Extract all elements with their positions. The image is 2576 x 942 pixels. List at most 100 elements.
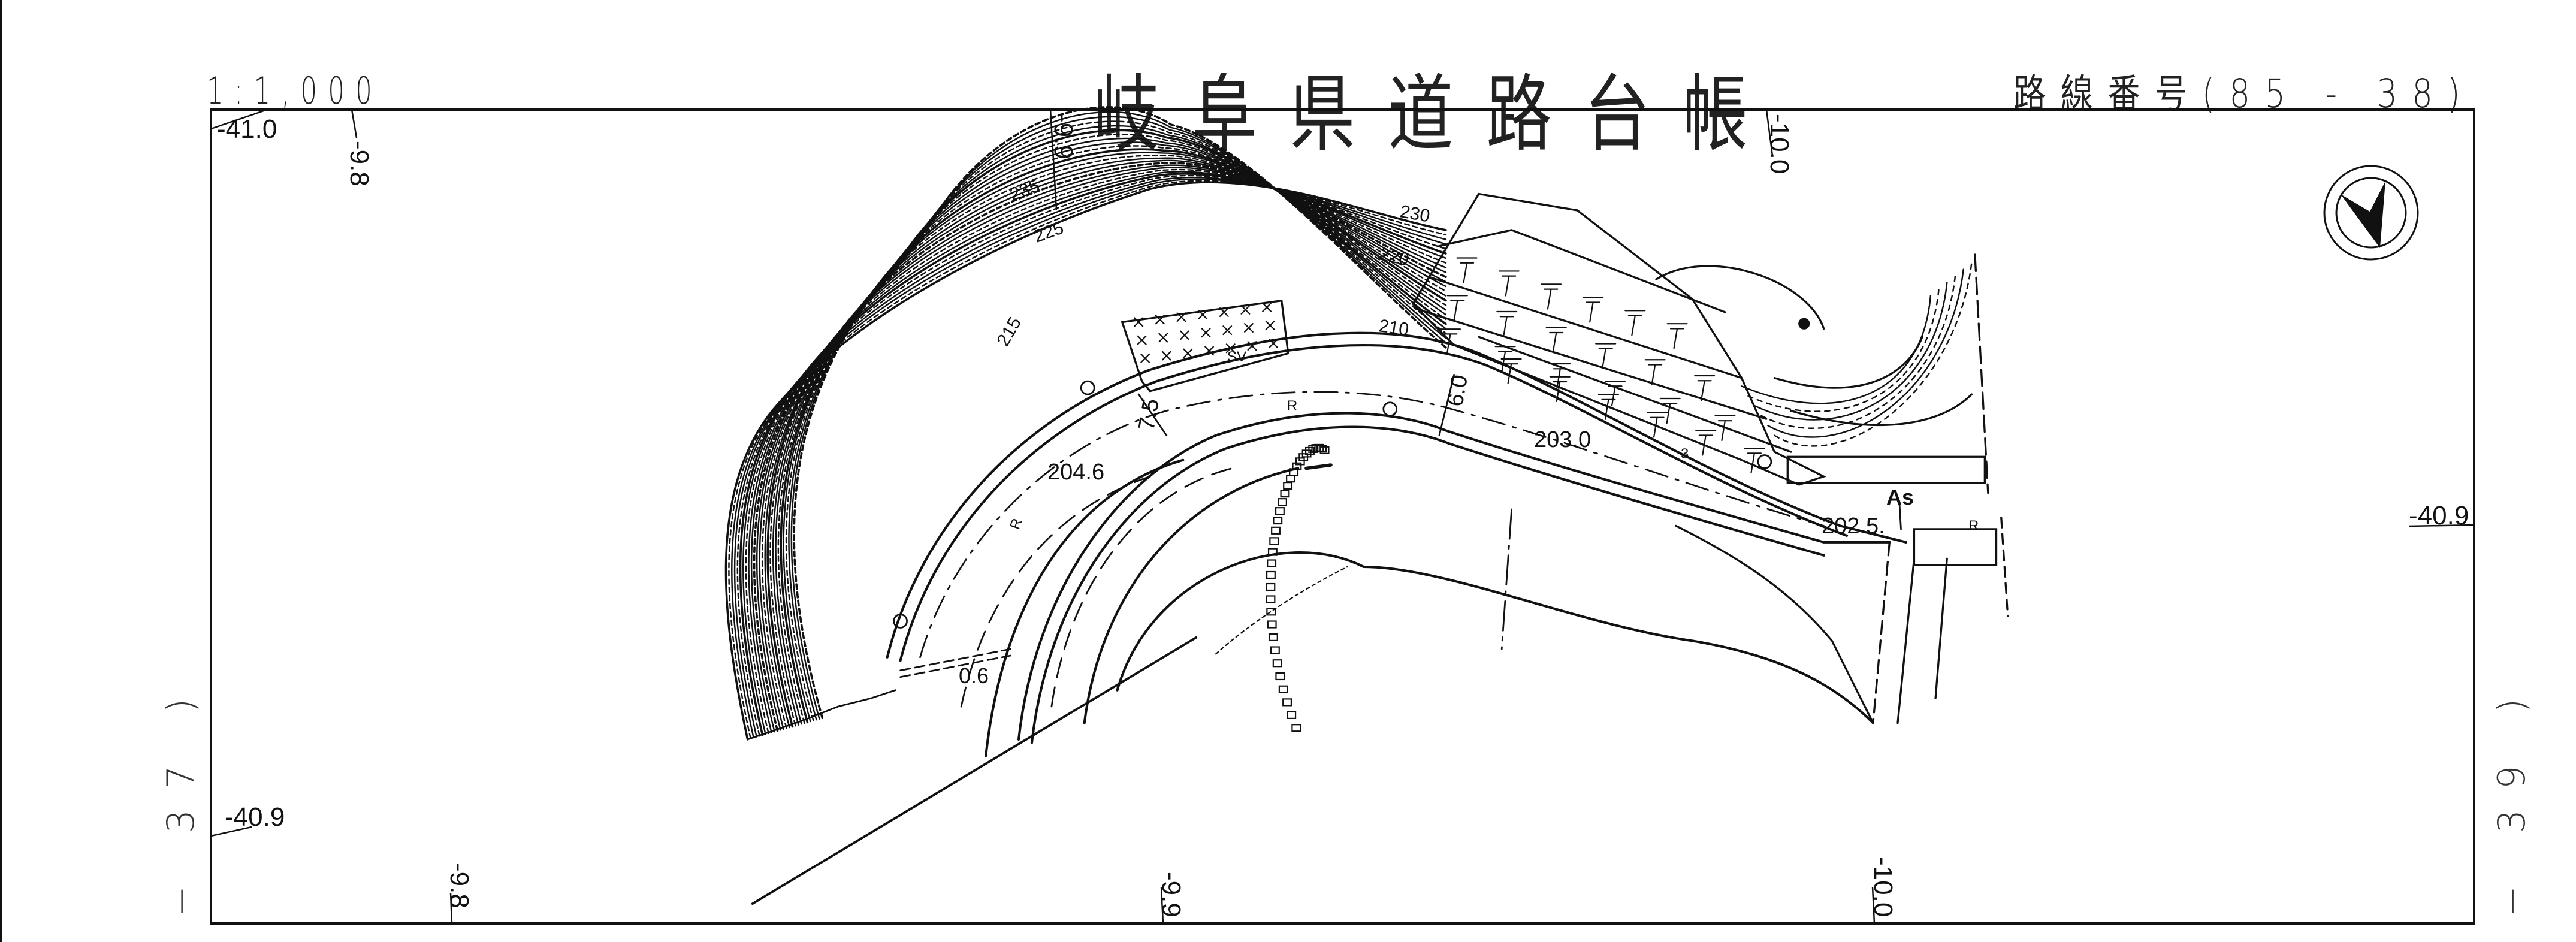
slope-hachure [1604, 380, 1626, 407]
contour-line [742, 171, 1447, 735]
slope-hachure [1545, 327, 1567, 353]
curb-block [1267, 620, 1277, 629]
contour-line [745, 168, 1447, 735]
contour-line [1767, 268, 1964, 438]
page-border [0, 0, 2, 942]
slope-hachure [1500, 358, 1522, 385]
curb-block [1278, 685, 1288, 693]
slope-hachure [1624, 310, 1646, 336]
vegetation-cross [1198, 310, 1208, 320]
contour-line [736, 174, 1447, 737]
curb-block [1282, 698, 1292, 707]
curb-block [1291, 724, 1301, 732]
dimension-label-0-6: 0.6 [959, 663, 989, 688]
slope-hachure [1494, 346, 1516, 372]
grid-tick-top-x3 [1765, 109, 1774, 156]
elevation-label-203-0: 203.0 [1534, 427, 1591, 452]
grid-label-bottom-x2: -9.9 [1156, 872, 1186, 917]
curb-block [1268, 633, 1278, 641]
slope-hachure [1597, 394, 1619, 420]
contour-line [739, 173, 1447, 736]
vegetation-cross [1240, 304, 1251, 315]
curb-block [1308, 445, 1318, 453]
elevation-label-204-6: 204.6 [1047, 460, 1104, 485]
slope-hachure [1644, 359, 1666, 385]
vegetation-cross [1247, 341, 1257, 351]
slope-hachure [1540, 283, 1562, 310]
curb-block [1266, 570, 1276, 579]
width-label-6-0: 6.0 [1443, 373, 1473, 408]
curve-mark-r: R [1007, 517, 1025, 532]
slope-hachure [1595, 343, 1617, 369]
curb-block [1269, 537, 1279, 545]
grid-label-bottom-x3: -10.0 [1868, 857, 1898, 917]
grid-tick-bottom-x1 [449, 892, 453, 924]
curb-block [1278, 498, 1287, 506]
map-frame [210, 108, 2475, 925]
slope-hachure [1666, 323, 1688, 349]
curb-block [1280, 490, 1290, 498]
vegetation-cross [1176, 312, 1186, 322]
grid-tick-top-left [210, 108, 268, 130]
contour-line [1741, 295, 1932, 404]
radius-label-r-right: R [1968, 518, 1979, 534]
vegetation-cross [1265, 320, 1275, 330]
slope-hachure [1583, 297, 1604, 323]
surface-label-as: As [1886, 485, 1914, 509]
grid-tick-top-x1 [351, 109, 358, 138]
grid-tick-bottom-x3 [1871, 886, 1876, 924]
slope-hachure [1456, 257, 1478, 283]
curb-block [1272, 659, 1282, 668]
curb-block [1267, 548, 1278, 556]
slope-hachure [1439, 328, 1461, 355]
contour-line [1747, 288, 1940, 412]
vegetation-cross [1243, 323, 1254, 333]
contour-line [788, 116, 1447, 721]
vegetation-cross [1204, 346, 1215, 356]
curb-block [1273, 516, 1283, 525]
vegetation-cross [1262, 302, 1272, 312]
north-arrow-icon [2323, 165, 2419, 261]
slope-hachure [1550, 363, 1571, 390]
grid-label-right: -40.9 [2409, 501, 2469, 530]
curb-block [1283, 482, 1293, 490]
contour-line [766, 148, 1447, 728]
vegetation-area [1121, 299, 1289, 393]
contour-line [1760, 275, 1956, 430]
vegetation-cross [1180, 330, 1189, 340]
contour-line [1754, 282, 1948, 421]
flow-arrow-icon [1304, 463, 1333, 470]
stepped-slope [1412, 192, 1973, 486]
slope-hachure [1496, 310, 1518, 337]
curb-block [1266, 595, 1276, 603]
slope-hachure [1714, 415, 1736, 442]
contour-line [733, 176, 1447, 738]
contour-line [748, 167, 1447, 733]
contour-line [753, 161, 1447, 732]
vegetation-cross [1134, 317, 1144, 327]
slope-hachure [1744, 448, 1765, 474]
contour-label-220: 220 [1378, 244, 1411, 270]
slope-hachure [1659, 397, 1681, 424]
parcel-boundary [751, 636, 1198, 905]
curb-block [1275, 507, 1285, 515]
road-centerline [919, 391, 1825, 659]
cut-line [747, 689, 896, 741]
curb-block [1267, 559, 1277, 567]
vegetation-cross [1201, 328, 1211, 338]
slope-hachure [1549, 376, 1571, 403]
grid-label-top-x1: -9.8 [345, 141, 374, 186]
elevation-label-202-5: 202.5. [1822, 514, 1885, 539]
survey-line [1500, 508, 1513, 650]
slope-hachure [1695, 430, 1717, 456]
slope-hachure [1498, 270, 1520, 297]
culvert-structure [1675, 253, 2009, 724]
contour-line [790, 111, 1447, 720]
contour-label-230: 230 [1399, 201, 1432, 226]
slope-hachure [1694, 375, 1716, 401]
contour-label-210: 210 [1378, 316, 1410, 340]
radius-label-r: R [1287, 398, 1297, 414]
vegetation-cross [1222, 325, 1233, 336]
